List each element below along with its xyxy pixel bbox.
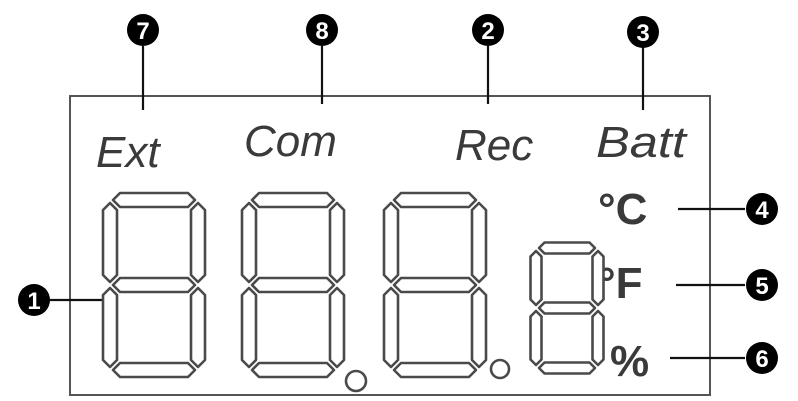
digit-4-segment-g — [537, 301, 597, 315]
digit-2-segment-d — [250, 361, 336, 379]
callout-2: 2 — [472, 14, 504, 46]
digit-4-segment-e — [529, 309, 543, 367]
digit-4-segment-b — [591, 249, 605, 307]
decimal-point-1 — [344, 369, 368, 393]
digit-3-segment-a — [392, 191, 478, 209]
callout-8: 8 — [306, 14, 338, 46]
indicator-batt: Batt — [596, 118, 688, 167]
callout-6-label: 6 — [755, 346, 768, 373]
callout-1: 1 — [18, 284, 50, 316]
digit-3-segment-c — [470, 286, 488, 369]
callout-2-label: 2 — [481, 18, 494, 45]
digit-4-segment-f — [529, 249, 543, 307]
digit-2-segment-c — [328, 286, 346, 369]
unit-celsius: °C — [598, 185, 647, 234]
callout-3: 3 — [627, 16, 659, 48]
digit-1-segment-g — [111, 276, 197, 294]
digit-4-segment-c — [591, 309, 605, 367]
digit-4-segment-a — [537, 241, 597, 255]
digit-4-segment-d — [537, 361, 597, 375]
unit-percent: % — [610, 337, 649, 386]
callout-5-label: 5 — [755, 273, 768, 300]
indicator-com: Com — [244, 117, 337, 166]
digit-3-segment-d — [392, 361, 478, 379]
callout-6: 6 — [746, 342, 778, 374]
callout-7: 7 — [127, 14, 159, 46]
digit-1-segment-c — [189, 286, 207, 369]
digit-3 — [382, 191, 488, 379]
digit-3-segment-e — [382, 286, 400, 369]
callout-4-label: 4 — [755, 197, 769, 224]
digit-2-segment-f — [240, 201, 258, 284]
digit-2 — [240, 191, 346, 379]
digit-1-segment-f — [101, 201, 119, 284]
digit-1-segment-b — [189, 201, 207, 284]
digit-4 — [529, 241, 605, 375]
digit-2-segment-a — [250, 191, 336, 209]
callout-4: 4 — [746, 193, 778, 225]
callout-1-label: 1 — [27, 288, 40, 315]
digit-1-segment-a — [111, 191, 197, 209]
callout-5: 5 — [746, 269, 778, 301]
callout-8-label: 8 — [315, 18, 328, 45]
digit-3-segment-b — [470, 201, 488, 284]
digit-3-segment-g — [392, 276, 478, 294]
digit-1-segment-d — [111, 361, 197, 379]
digit-3-segment-f — [382, 201, 400, 284]
decimal-point-2 — [489, 358, 511, 380]
callout-7-label: 7 — [136, 18, 149, 45]
digit-1-segment-e — [101, 286, 119, 369]
digit-2-segment-b — [328, 201, 346, 284]
indicator-ext: Ext — [96, 128, 161, 177]
indicator-rec: Rec — [455, 121, 533, 170]
unit-fahrenheit: °F — [598, 259, 642, 308]
digit-2-segment-g — [250, 276, 336, 294]
digit-1 — [101, 191, 207, 379]
callout-3-label: 3 — [636, 20, 649, 47]
digit-2-segment-e — [240, 286, 258, 369]
